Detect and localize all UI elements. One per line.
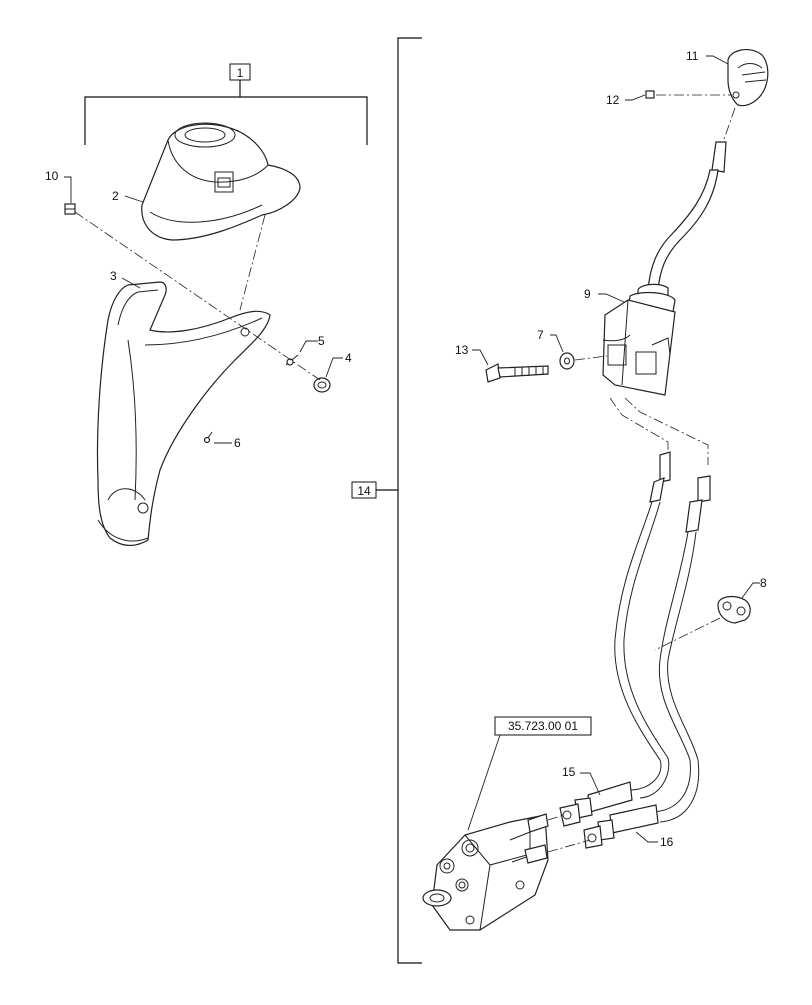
part-11-knob[interactable] <box>727 48 769 107</box>
part-15-cable-end[interactable] <box>559 781 633 827</box>
part-6-screw[interactable] <box>203 431 213 444</box>
part-3-console-cover[interactable] <box>96 281 271 546</box>
callout-14[interactable]: 14 <box>357 484 371 498</box>
part-16-cable-end[interactable] <box>583 804 659 849</box>
callout-11[interactable]: 11 <box>686 49 699 63</box>
part-12-screw[interactable] <box>645 90 655 99</box>
callout-8[interactable]: 8 <box>760 576 767 590</box>
part-9-joystick-control[interactable] <box>602 141 727 396</box>
part-2-shift-boot[interactable] <box>141 122 301 241</box>
reference-number[interactable]: 35.723.00 01 <box>508 719 578 733</box>
part-4-plug[interactable] <box>313 377 331 393</box>
reference-label <box>467 716 592 831</box>
callout-3[interactable]: 3 <box>110 269 117 283</box>
control-valve[interactable] <box>422 813 549 931</box>
part-8-cable-clip[interactable] <box>717 595 751 624</box>
alignment-lines-cables <box>609 397 709 465</box>
callout-15[interactable]: 15 <box>562 765 576 779</box>
callout-16[interactable]: 16 <box>660 835 674 849</box>
valve-alignment-lines <box>547 814 591 853</box>
callout-6[interactable]: 6 <box>234 436 241 450</box>
callout-13[interactable]: 13 <box>455 343 469 357</box>
callout-5[interactable]: 5 <box>318 334 325 348</box>
callout-1[interactable]: 1 <box>237 66 244 80</box>
part-13-bolt[interactable] <box>485 363 549 383</box>
callout-12[interactable]: 12 <box>606 93 620 107</box>
part-7-washer[interactable] <box>559 352 575 370</box>
alignment-lines-left <box>74 211 321 381</box>
callout-4[interactable]: 4 <box>345 351 352 365</box>
assembly-bracket-1 <box>84 63 368 145</box>
callout-2[interactable]: 2 <box>112 189 119 203</box>
part-5-screw[interactable] <box>285 354 299 366</box>
callout-7[interactable]: 7 <box>537 328 544 342</box>
part-10-clip[interactable] <box>64 203 76 215</box>
callout-9[interactable]: 9 <box>584 287 591 301</box>
assembly-bracket-14 <box>351 37 422 964</box>
callout-10[interactable]: 10 <box>45 169 59 183</box>
push-pull-cables[interactable] <box>614 451 711 823</box>
